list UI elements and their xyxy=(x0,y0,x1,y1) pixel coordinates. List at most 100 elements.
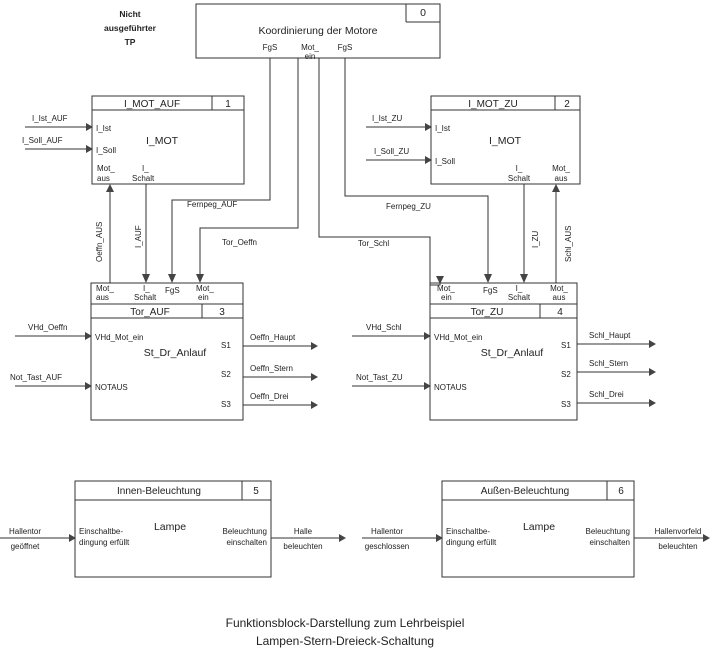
block-4-port-i: I_ xyxy=(516,284,523,293)
block-2-title: I_MOT_ZU xyxy=(468,99,517,110)
block-6-port-out-1: Beleuchtung xyxy=(586,527,630,536)
wire-not-tast-auf xyxy=(15,382,92,390)
block-3-s1: S1 xyxy=(221,341,231,350)
block-1-title: I_MOT_AUF xyxy=(124,99,180,110)
block-4-s2: S2 xyxy=(561,370,571,379)
wire-i-zu xyxy=(520,184,528,283)
block-5-port-out-2: einschalten xyxy=(227,538,267,547)
block-3-port-mot: Mot_ xyxy=(96,284,114,293)
wire-schl-stern xyxy=(577,368,656,376)
wire-hallenvorfeld-beleuchten xyxy=(634,534,710,542)
block-0-koordinierung[interactable]: 0 Koordinierung der Motore FgS Mot_ ein … xyxy=(195,3,441,61)
block-4-tor-zu[interactable]: Mot_ ein FgS I_ Schalt Mot_ aus Tor_ZU 4… xyxy=(429,282,578,421)
block-2-i-mot-zu[interactable]: I_MOT_ZU 2 I_MOT I_Ist I_Soll I_ Schalt … xyxy=(430,95,581,185)
block-5-port-in-2: dingung erfüllt xyxy=(79,538,130,547)
block-3-tor-auf[interactable]: Mot_ aus I_ Schalt FgS Mot_ ein Tor_AUF … xyxy=(90,282,244,421)
wire-i-ist-zu xyxy=(366,123,432,131)
wire-tor-oeffn xyxy=(196,58,299,283)
block-6-function: Lampe xyxy=(523,521,555,533)
wire-oeffn-stern xyxy=(243,373,318,381)
wire-fernpeg-zu xyxy=(344,58,492,283)
wire-i-ist-auf xyxy=(25,123,93,131)
label-tor-oeffn: Tor_Oeffn xyxy=(222,238,257,247)
label-schl-drei: Schl_Drei xyxy=(589,390,624,399)
block-3-port-i: I_ xyxy=(143,284,150,293)
block-4-port-schalt: Schalt xyxy=(508,293,531,302)
block-2-port-i: I_ xyxy=(516,164,523,173)
block-0-title: Koordinierung der Motore xyxy=(258,25,377,37)
label-hallentor-geschlossen-1: Hallentor xyxy=(371,527,403,536)
block-5-function: Lampe xyxy=(154,521,186,533)
wire-hallentor-geoeffnet xyxy=(0,534,76,542)
block-0-port-fgs-left: FgS xyxy=(263,43,278,52)
label-hallenvorfeld-beleuchten-2: beleuchten xyxy=(658,542,697,551)
wire-halle-beleuchten xyxy=(271,534,346,542)
wire-hallentor-geschlossen xyxy=(362,534,443,542)
block-0-port-fgs-right: FgS xyxy=(338,43,353,52)
block-4-function: St_Dr_Anlauf xyxy=(481,347,544,359)
block-0-port-ein: ein xyxy=(305,52,316,61)
label-i-soll-auf: I_Soll_AUF xyxy=(22,136,63,145)
label-fernpeg-auf: Fernpeg_AUF xyxy=(187,200,237,209)
wire-i-soll-zu xyxy=(366,156,432,164)
label-schl-stern: Schl_Stern xyxy=(589,359,628,368)
block-3-port-aus: aus xyxy=(96,293,109,302)
block-6-title: Außen-Beleuchtung xyxy=(481,486,569,497)
block-5-innen-beleuchtung[interactable]: Innen-Beleuchtung 5 Lampe Einschaltbe- d… xyxy=(74,480,272,578)
block-1-port-schalt: Schalt xyxy=(132,174,155,183)
block-3-title: Tor_AUF xyxy=(130,307,169,318)
wire-i-auf xyxy=(142,184,150,283)
block-0-number: 0 xyxy=(420,7,426,19)
label-hallentor-geoeffnet-2: geöffnet xyxy=(11,542,41,551)
block-2-function: I_MOT xyxy=(489,135,522,147)
block-3-number: 3 xyxy=(219,307,225,318)
label-vhd-oeffn: VHd_Oeffn xyxy=(28,323,67,332)
block-6-port-in-2: dingung erfüllt xyxy=(446,538,497,547)
block-3-s3: S3 xyxy=(221,400,231,409)
label-oeffn-stern: Oeffn_Stern xyxy=(250,364,293,373)
wire-oeffn-drei xyxy=(243,401,318,409)
block-6-aussen-beleuchtung[interactable]: Außen-Beleuchtung 6 Lampe Einschaltbe- d… xyxy=(441,480,635,578)
block-6-port-out-2: einschalten xyxy=(590,538,630,547)
block-2-port-aus: aus xyxy=(555,174,568,183)
block-6-number: 6 xyxy=(618,486,624,497)
block-0-port-mot: Mot_ xyxy=(301,43,319,52)
label-halle-beleuchten-2: beleuchten xyxy=(283,542,322,551)
wire-schl-aus xyxy=(552,184,560,283)
block-3-port-notaus: NOTAUS xyxy=(95,383,128,392)
label-oeffn-aus: Oeffn_AUS xyxy=(95,222,104,262)
block-5-port-out-1: Beleuchtung xyxy=(223,527,267,536)
block-4-title: Tor_ZU xyxy=(471,307,504,318)
note-line-3: TP xyxy=(125,37,136,47)
wire-oeffn-haupt xyxy=(243,342,318,350)
caption-line-1: Funktionsblock-Darstellung zum Lehrbeisp… xyxy=(226,616,465,630)
caption-line-2: Lampen-Stern-Dreieck-Schaltung xyxy=(256,634,434,648)
wire-schl-drei xyxy=(577,399,656,407)
block-3-port-ein: ein xyxy=(198,293,209,302)
block-4-s3: S3 xyxy=(561,400,571,409)
wire-oeffn-aus xyxy=(106,184,114,283)
block-4-number: 4 xyxy=(557,307,563,318)
block-3-port-mot2: Mot_ xyxy=(196,284,214,293)
block-3-function: St_Dr_Anlauf xyxy=(144,347,207,359)
wire-schl-haupt xyxy=(577,340,656,348)
label-oeffn-drei: Oeffn_Drei xyxy=(250,392,289,401)
block-2-port-soll: I_Soll xyxy=(435,157,455,166)
block-6-port-in-1: Einschaltbe- xyxy=(446,527,490,536)
block-5-number: 5 xyxy=(253,486,259,497)
note-line-2: ausgeführter xyxy=(104,23,157,33)
block-1-port-i: I_ xyxy=(142,164,149,173)
block-2-port-mot: Mot_ xyxy=(552,164,570,173)
block-4-port-aus: aus xyxy=(553,293,566,302)
label-fernpeg-zu: Fernpeg_ZU xyxy=(386,202,431,211)
wire-vhd-oeffn xyxy=(15,332,92,340)
block-1-i-mot-auf[interactable]: I_MOT_AUF 1 I_MOT I_Ist I_Soll Mot_ aus … xyxy=(91,95,245,185)
block-1-port-mot: Mot_ xyxy=(97,164,115,173)
block-1-port-soll: I_Soll xyxy=(96,146,116,155)
label-i-ist-auf: I_Ist_AUF xyxy=(32,114,68,123)
label-schl-haupt: Schl_Haupt xyxy=(589,331,631,340)
block-4-port-notaus: NOTAUS xyxy=(434,383,467,392)
label-hallenvorfeld-beleuchten-1: Hallenvorfeld xyxy=(655,527,702,536)
label-vhd-schl: VHd_Schl xyxy=(366,323,402,332)
wire-not-tast-zu xyxy=(352,382,431,390)
